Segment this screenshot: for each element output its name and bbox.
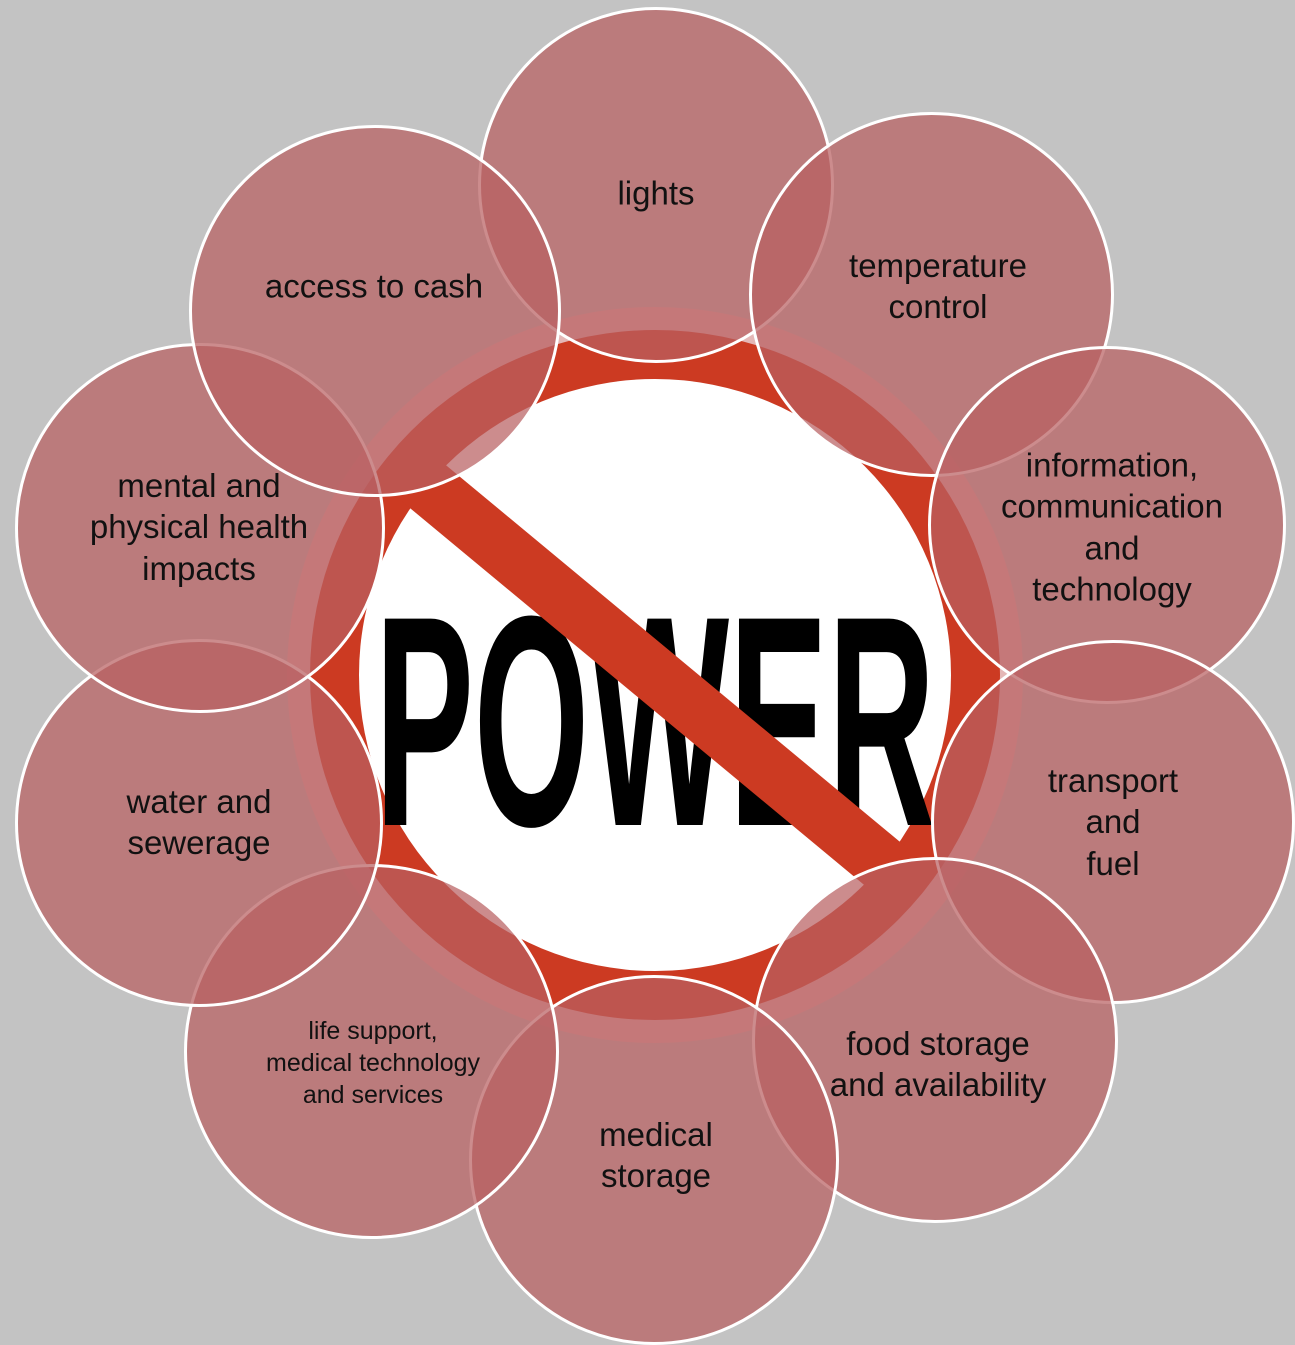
petal-label-medical-storage: medical storage bbox=[599, 1115, 713, 1194]
petal-access-to-cash bbox=[189, 125, 561, 497]
no-sign-slash bbox=[402, 458, 908, 892]
petal-label-access-to-cash: access to cash bbox=[264, 267, 484, 305]
petal-label-temperature-control: temperature control bbox=[849, 246, 1027, 325]
petal-label-water-and-sewerage: water and sewerage bbox=[126, 782, 272, 861]
petal-label-lights: lights bbox=[617, 174, 695, 212]
petal-label-life-support: life support, medical technology and ser… bbox=[265, 1017, 481, 1109]
petal-label-transport-and-fuel: transport and fuel bbox=[1047, 762, 1179, 882]
petal-label-information-communication: information, communication and technolog… bbox=[1001, 446, 1223, 608]
petal-life-support bbox=[184, 864, 559, 1239]
petal-label-food-storage: food storage and availability bbox=[829, 1024, 1047, 1103]
petal-label-mental-physical-health: mental and physical health impacts bbox=[89, 467, 309, 587]
no-power-sign: POWER bbox=[287, 307, 1023, 1043]
